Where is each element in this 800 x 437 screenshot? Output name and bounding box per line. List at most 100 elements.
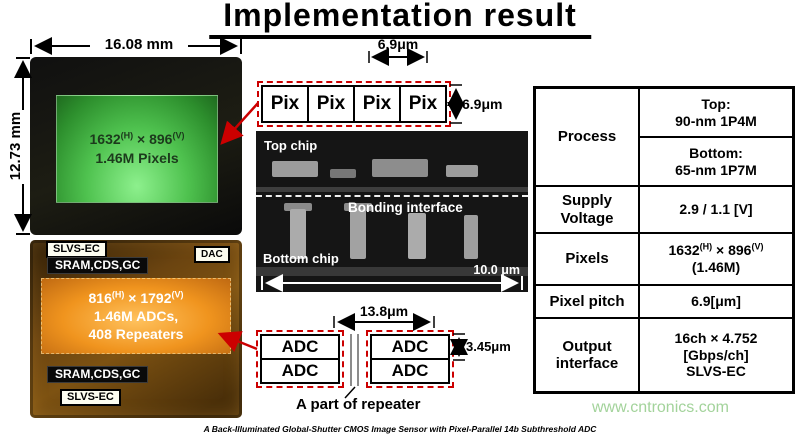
adc-array-region: 816(H) × 1792(V) 1.46M ADCs, 408 Repeate… (41, 278, 231, 354)
bottom-chip-adc-count: 1.46M ADCs, (93, 307, 179, 324)
pixel-array-region: 1632(H) × 896(V) 1.46M Pixels (56, 95, 218, 203)
table-row-supply-voltage: Supply Voltage 2.9 / 1.1 [V] (536, 187, 792, 234)
pixel-cell: Pix (353, 85, 401, 123)
superscript-h: (H) (111, 289, 125, 300)
res-number: × 896 (133, 130, 173, 147)
metal-layer (330, 169, 356, 178)
res-number: × 896 (712, 242, 752, 259)
bonding-layer (256, 187, 528, 192)
pixels-label: Pixels (536, 234, 640, 284)
supply-voltage-label: Supply Voltage (536, 187, 640, 232)
substrate-layer (256, 267, 528, 276)
via-cap (284, 203, 312, 211)
text-line: Supply (561, 192, 612, 210)
pixel-pitch-height-arrow (447, 84, 465, 124)
top-chip-photo: 1632(H) × 896(V) 1.46M Pixels (30, 57, 242, 235)
text-line: interface (555, 355, 619, 372)
table-row-output-interface: Output interface 16ch × 4.752 [Gbps/ch] … (536, 319, 792, 391)
process-bottom-value: Bottom: 65-nm 1P7M (640, 138, 792, 185)
bottom-chip-repeater-count: 408 Repeaters (88, 326, 184, 343)
top-chip-label: Top chip (264, 138, 318, 153)
top-chip-pixel-count: 1.46M Pixels (95, 150, 179, 166)
res-number: 1632 (89, 130, 121, 147)
pixel-pitch-width-arrow (368, 48, 428, 66)
superscript-v: (V) (172, 129, 185, 140)
adc-group-right: ADC ADC (366, 330, 454, 388)
text-line: Voltage (560, 209, 614, 227)
process-top-value: Top: 90-nm 1P4M (640, 89, 792, 138)
bonding-interface-line (256, 195, 528, 197)
cross-section-micrograph: Top chip Bonding interface Bottom chip 1… (256, 131, 528, 292)
page-title: Implementation result (209, 0, 591, 39)
watermark: www.cntronics.com (592, 399, 729, 416)
superscript-h: (H) (120, 129, 134, 140)
output-interface-label: Output interface (536, 319, 640, 391)
sram-cds-gc-tag-bottom: SRAM,CDS,GC (47, 366, 149, 383)
bottom-chip-resolution: 816(H) × 1792(V) (89, 289, 184, 307)
paper-title-caption: A Back-Illuminated Global-Shutter CMOS I… (203, 424, 597, 434)
output-interface-value: 16ch × 4.752 [Gbps/ch] SLVS-EC (640, 319, 792, 391)
table-row-process: Process Top: 90-nm 1P4M Bottom: 65-nm 1P… (536, 89, 792, 187)
metal-layer (446, 165, 478, 177)
via-column (408, 213, 426, 259)
adc-group-left: ADC ADC (256, 330, 344, 388)
slvs-ec-tag-bottom: SLVS-EC (60, 389, 121, 406)
scale-label: 10.0 μm (473, 263, 520, 277)
sram-cds-gc-tag-top: SRAM,CDS,GC (47, 257, 149, 274)
adc-cell: ADC (370, 334, 450, 360)
repeater-column-lines (350, 334, 359, 386)
metal-layer (272, 161, 318, 177)
text-line: Bottom: (689, 144, 743, 161)
via-cap (344, 203, 372, 211)
top-chip-resolution: 1632(H) × 896(V) (89, 129, 185, 149)
dac-tag: DAC (194, 246, 230, 263)
spec-table: Process Top: 90-nm 1P4M Bottom: 65-nm 1P… (533, 86, 795, 394)
via-column (350, 209, 366, 259)
table-row-pixel-pitch: Pixel pitch 6.9[μm] (536, 286, 792, 319)
pixel-pitch-width-label: 6.9μm (377, 36, 419, 52)
superscript-v: (V) (171, 289, 184, 300)
pixel-array-diagram: Pix Pix Pix Pix (257, 81, 451, 127)
res-number: × 1792 (124, 289, 172, 306)
bottom-chip-photo: SLVS-EC DAC SRAM,CDS,GC 816(H) × 1792(V)… (30, 240, 242, 418)
die-width-label: 16.08 mm (104, 36, 174, 53)
via-column (464, 215, 478, 259)
res-number: 816 (88, 289, 112, 306)
pixels-value: 1632(H) × 896(V) (1.46M) (640, 234, 792, 284)
adc-cell: ADC (260, 358, 340, 384)
text-line: SLVS-EC (686, 363, 746, 380)
bottom-chip-label: Bottom chip (263, 251, 339, 266)
text-line: Top: (701, 95, 731, 112)
slvs-ec-tag-top: SLVS-EC (46, 241, 107, 258)
text-line: 16ch × 4.752 (674, 329, 758, 346)
process-label: Process (536, 89, 640, 185)
pixel-cell: Pix (261, 85, 309, 123)
via-column (290, 209, 306, 259)
pixel-cell: Pix (307, 85, 355, 123)
adc-cell: ADC (370, 358, 450, 384)
pixel-pitch-height-label: 6.9μm (462, 96, 503, 112)
res-number: 1632 (668, 242, 700, 259)
process-value: Top: 90-nm 1P4M Bottom: 65-nm 1P7M (640, 89, 792, 185)
pixel-cell: Pix (399, 85, 447, 123)
die-height-label: 12.73 mm (7, 111, 24, 181)
bonding-interface-label: Bonding interface (348, 200, 463, 215)
pixels-count: (1.46M) (691, 259, 741, 275)
text-line: 90-nm 1P4M (675, 112, 757, 129)
supply-voltage-value: 2.9 / 1.1 [V] (679, 201, 753, 218)
pixels-resolution: 1632(H) × 896(V) (669, 242, 764, 259)
adc-height-label: 3.45μm (466, 339, 511, 354)
superscript-h: (H) (699, 241, 713, 252)
text-line: 65-nm 1P7M (675, 161, 757, 178)
superscript-v: (V) (751, 241, 764, 252)
text-line: [Gbps/ch] (683, 346, 749, 363)
metal-layer (372, 159, 428, 177)
adc-cell: ADC (260, 334, 340, 360)
text-line: Output (562, 337, 612, 355)
pixel-pitch-label: Pixel pitch (536, 286, 640, 317)
table-row-pixels: Pixels 1632(H) × 896(V) (1.46M) (536, 234, 792, 286)
adc-height-arrow (450, 333, 468, 361)
adc-width-label: 13.8μm (359, 303, 409, 319)
pixel-pitch-value: 6.9[μm] (691, 293, 741, 310)
